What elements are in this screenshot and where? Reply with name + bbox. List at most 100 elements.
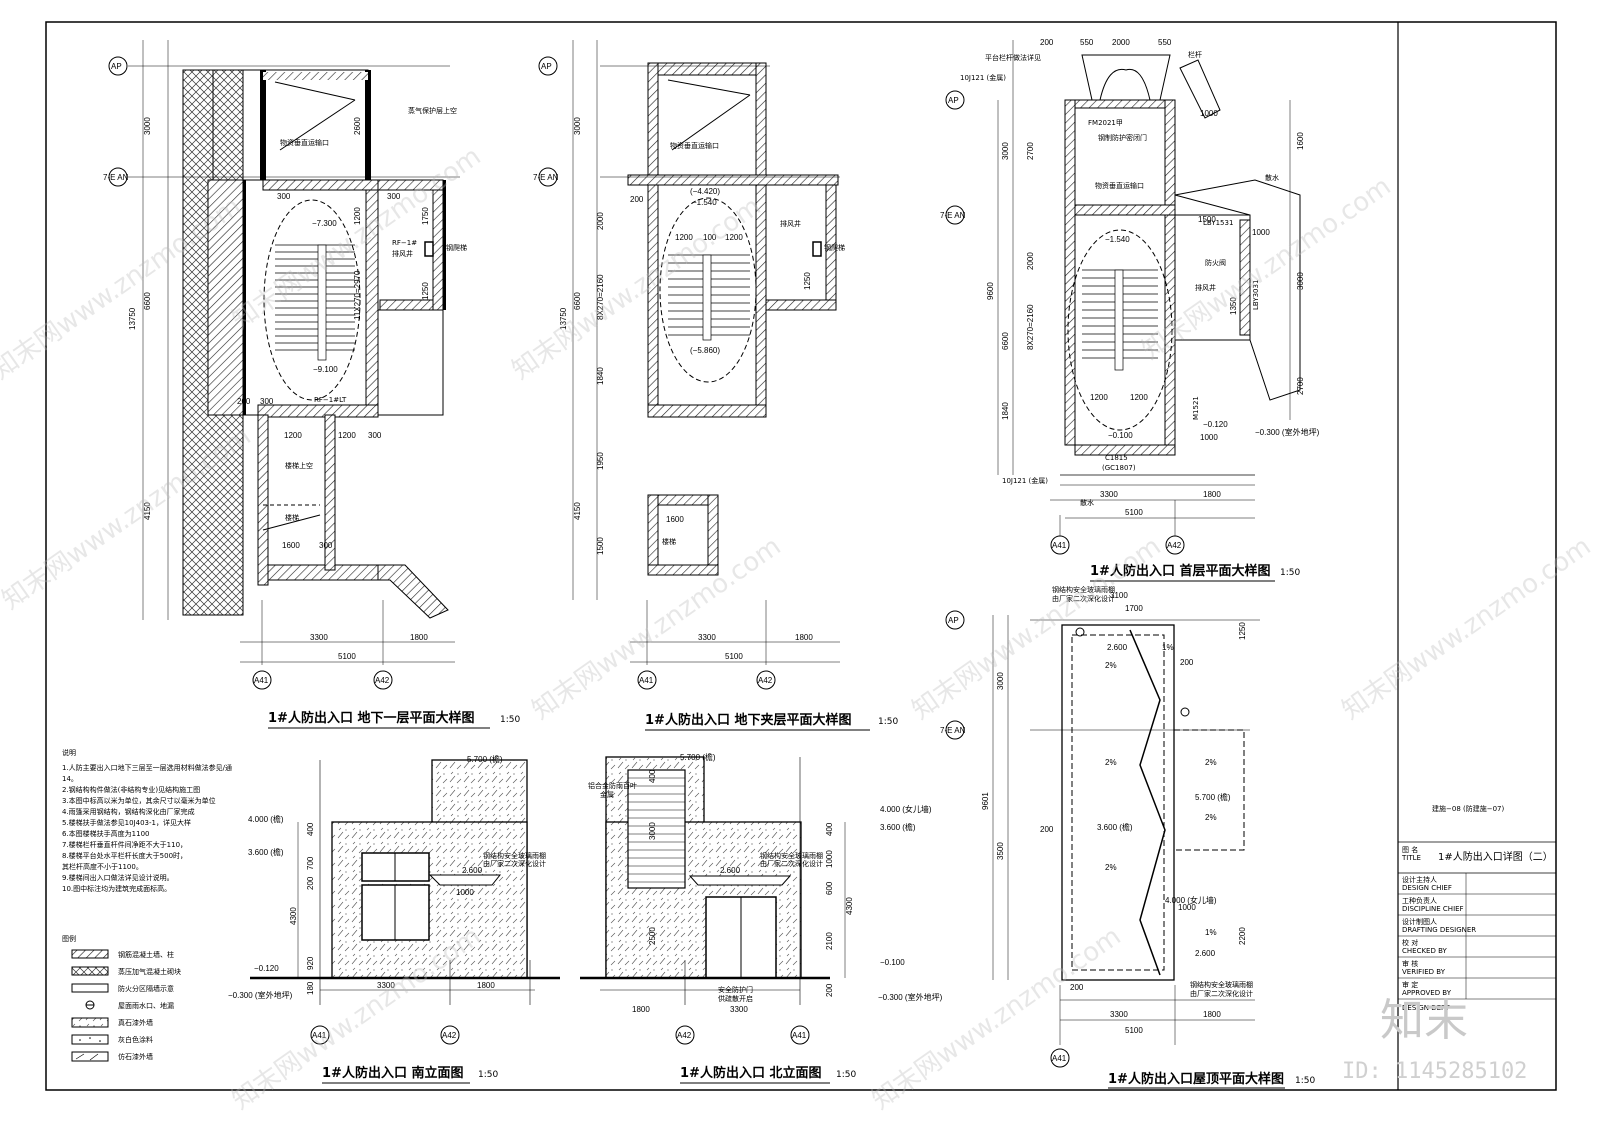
dim: 550 [1080,38,1094,47]
tag: 2% [1105,863,1117,872]
tag: 10J121 (金属) [1002,476,1048,485]
dim: 200 [1180,658,1194,667]
dim: 1200 [725,233,743,242]
svg-text:设计制图人: 设计制图人 [1402,917,1437,926]
tag: 2% [1205,758,1217,767]
dim: 400 [648,769,657,783]
note-item: 3.本图中标高以米为单位，其余尺寸以毫米为单位 [62,796,216,805]
level: 2.600 [720,866,741,875]
dim: 1600 [282,541,300,550]
label: 物资垂直运输口 [670,141,719,150]
dim: 8X270=2160 [596,274,605,320]
svg-text:A41: A41 [1052,541,1067,550]
drawing-title: 1#人防出入口 地下夹层平面大样图 [645,712,851,728]
label: 钢爬梯 [824,243,845,252]
plan-mezzanine: 3300 1800 5100 3000 6600 13750 4150 2000… [533,40,898,731]
svg-text:VERIFIED BY: VERIFIED BY [1402,968,1446,976]
dim: 9601 [981,792,990,810]
level: 3.600 (檐) [248,847,284,857]
dim: 4300 [289,907,298,925]
dim: 6600 [573,292,582,310]
label: 楼梯 [285,513,299,522]
note-item: 10.图中标注均为建筑完成面标高。 [62,884,171,893]
dim: 2600 [353,117,362,135]
dim: 1700 [1125,604,1143,613]
dim: 2100 [825,932,834,950]
dim: 1250 [1238,622,1247,640]
tag: 1% [1162,643,1174,652]
dim: 700 [306,856,315,870]
dim: 3300 [377,981,395,990]
label: 钢结构安全玻璃雨棚 [760,851,823,860]
axis-bubble-a42: A42 [373,670,393,690]
tag: FM2021甲 [1088,119,1123,127]
axis-bubble-ap: AP [108,56,128,76]
level: −9.100 [313,365,338,374]
label: 栏杆 [1188,50,1202,59]
dim: 2700 [1026,142,1035,160]
axis-bubble-ap: AP [945,610,965,630]
tag: RF−1#LT [314,396,347,404]
dim: 2500 [648,927,657,945]
dim: 1800 [410,633,428,642]
drawing-name: 1#人防出入口详图（二） [1438,850,1553,863]
plan-ground: 550 2000 550 200 3300 1800 5100 1500 100… [940,38,1320,582]
dim: 1000 [1200,433,1218,442]
note-item: 5.楼梯扶手做法参见10J403-1，详见大样 [62,818,191,827]
label: 楼梯上空 [285,461,313,470]
dim: 1000 [1178,903,1196,912]
svg-text:知末网www.znzmo.com: 知末网www.znzmo.com [507,191,767,385]
dim: 6600 [1001,332,1010,350]
dim: 3500 [996,842,1005,860]
label: 散水 [1080,498,1094,507]
label: 排风井 [1195,283,1216,292]
dim: 1840 [596,367,605,385]
dim: 1840 [1001,402,1010,420]
svg-text:审 定: 审 定 [1402,980,1418,989]
level: 5.700 (檐) [680,752,716,762]
tag: RF−1# [392,239,417,247]
dim: 3100 [1110,591,1128,600]
svg-text:知末网www.znzmo.com: 知末网www.znzmo.com [1337,531,1597,725]
svg-text:知末网www.znzmo.com: 知末网www.znzmo.com [1137,171,1397,365]
tag: 2% [1105,661,1117,670]
axis-bubble-a42: A42 [756,670,776,690]
label: 蒸气保护层上空 [408,106,457,115]
axis-bubble-a41: A41 [1050,535,1070,555]
tag: (GC1807) [1102,464,1136,472]
dim: 200 [1070,983,1084,992]
title-label-en: TITLE [1401,854,1421,862]
tag: M1521 [1192,396,1200,420]
svg-text:审 核: 审 核 [1402,959,1418,968]
level: −1.540 [692,198,717,207]
label: 安全防护门 [718,985,753,994]
svg-text:AP: AP [541,62,552,71]
dim: 3300 [698,633,716,642]
svg-text:APPROVED BY: APPROVED BY [1402,989,1452,997]
label: 排风井 [780,219,801,228]
dim: 5100 [338,652,356,661]
svg-text:CHECKED BY: CHECKED BY [1402,947,1448,955]
plan-b1: 3300 1800 5100 3000 6600 13750 4150 2600… [103,40,520,729]
svg-text:DESIGN DEPT: DESIGN DEPT [1402,1004,1450,1012]
axis-bubble-an: 7-E AN [533,167,559,187]
dim: 200 [1040,38,1054,47]
dim: 1200 [675,233,693,242]
plan-roof: 3300 1800 5100 3100 1700 3000 9601 3500 … [940,585,1315,1089]
label: 钢结构安全玻璃雨棚 [1052,585,1115,594]
axis-bubble-a42: A42 [440,1025,460,1045]
dim: 3300 [310,633,328,642]
dim: 9600 [986,282,995,300]
svg-text:A42: A42 [758,676,773,685]
dim: 1000 [825,850,834,868]
dim: 3000 [143,117,152,135]
label: 散水 [1265,173,1279,182]
drawing-scale: 1:50 [1295,1076,1315,1086]
dim: 300 [277,192,291,201]
drawing-scale: 1:50 [478,1070,498,1080]
title-block: 建施−08 (防建施−07) 图 名 TITLE 1#人防出入口详图（二） 设计… [1398,804,1556,1012]
svg-text:AP: AP [948,96,959,105]
legend: 图例 钢筋混凝土墙、柱 蒸压加气混凝土砌块 防火分区隔墙示意 屋面雨水口、地漏 … [62,934,181,1062]
dim: 3000 [1296,272,1305,290]
